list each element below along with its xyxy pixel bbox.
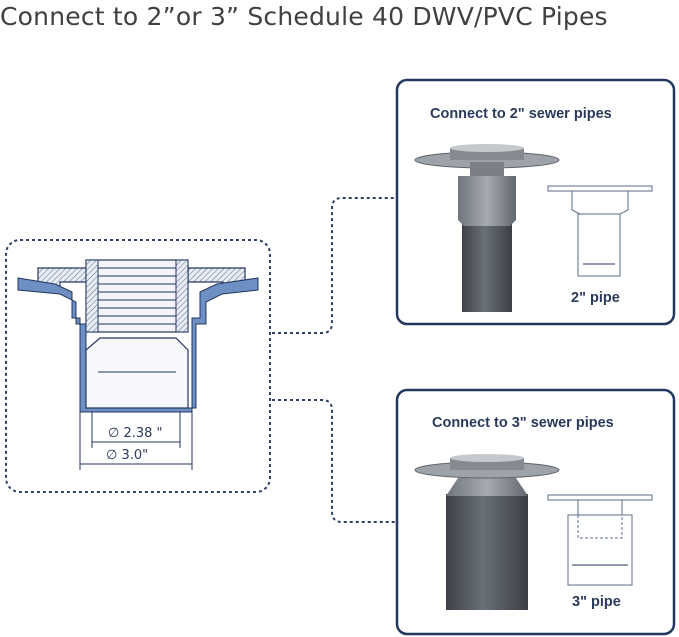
panel-2-inch [395,78,676,326]
2in-outline-sketch [547,185,653,277]
panel-2-inch-title: Connect to 2" sewer pipes [430,106,612,122]
drain-on-2in-pipe [414,144,560,312]
panel-3-inch [395,388,676,636]
inner-diameter-label: ∅ 2.38 " [108,426,163,441]
3in-outline-sketch [547,494,653,586]
panel-2-inch-pipe-label: 2" pipe [571,290,620,306]
connector-lines [272,197,396,523]
drain-on-3in-pipe [414,454,560,610]
drain-cross-section [17,259,259,470]
panel-3-inch-title: Connect to 3" sewer pipes [432,415,614,431]
outer-diameter-label: ∅ 3.0" [106,448,148,463]
panel-3-inch-pipe-label: 3" pipe [572,594,621,610]
page-title: Connect to 2”or 3” Schedule 40 DWV/PVC P… [0,2,608,31]
